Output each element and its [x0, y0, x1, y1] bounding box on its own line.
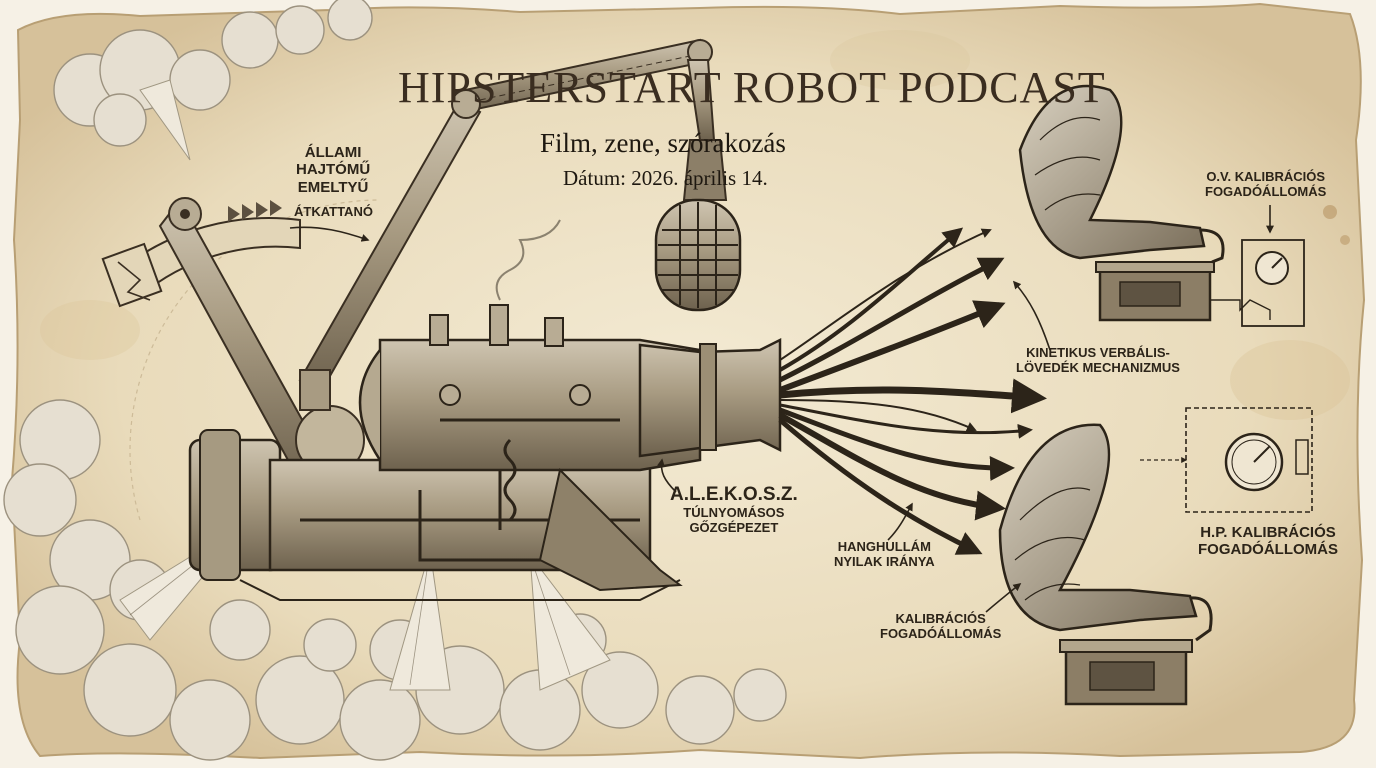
date-line: Dátum: 2026. április 14.: [563, 166, 768, 190]
page-subtitle: Film, zene, szórakozás: [540, 128, 786, 158]
gramophone-top-icon: [1018, 84, 1225, 322]
page-title: HIPSTERSTART ROBOT PODCAST: [398, 63, 1106, 112]
engine-label: A.L.E.K.O.S.Z. TÚLNYOMÁSOS GŐZGÉPEZET: [670, 484, 798, 535]
sound-wave-arrows: [778, 227, 1047, 555]
gauge-top-icon: [1210, 239, 1305, 327]
gramophone-bottom-icon: [998, 423, 1213, 706]
mechanism-label: KINETIKUS VERBÁLIS- LÖVEDÉK MECHANIZMUS: [1016, 345, 1180, 375]
engine-name: A.L.E.K.O.S.Z.: [670, 484, 798, 505]
callout-arrows: [289, 205, 1274, 613]
gearshift-label: ÁTKATTANÓ: [294, 204, 373, 219]
calibration-station-label: KALIBRÁCIÓS FOGADÓÁLLOMÁS: [880, 611, 1002, 641]
hp-station-label: H.P. KALIBRÁCIÓS FOGADÓÁLLOMÁS: [1198, 524, 1338, 559]
gauge-bottom-icon: [1140, 407, 1313, 513]
steam-engine-icon: [188, 219, 782, 601]
ov-station-label: O.V. KALIBRÁCIÓS FOGADÓÁLLOMÁS: [1205, 169, 1327, 199]
wave-arrows-label: HANGHULLÁM NYILAK IRÁNYA: [834, 539, 935, 569]
lever: [101, 197, 365, 484]
microphone-boom: [298, 38, 716, 411]
smoke-clouds: [3, 0, 787, 761]
lever-label: ÁLLAMI HAJTÓMŰ EMELTYŰ: [296, 144, 371, 196]
microphone-icon: [654, 139, 742, 312]
